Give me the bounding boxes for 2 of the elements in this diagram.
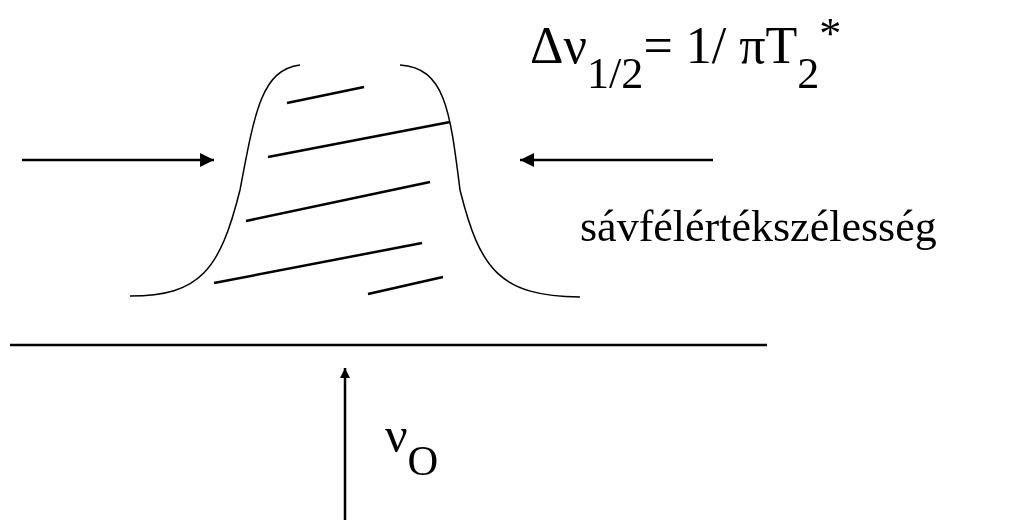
label: sávfélértékszélesség [580, 205, 937, 249]
frequency-label: ν$_{O}$ [385, 410, 439, 483]
